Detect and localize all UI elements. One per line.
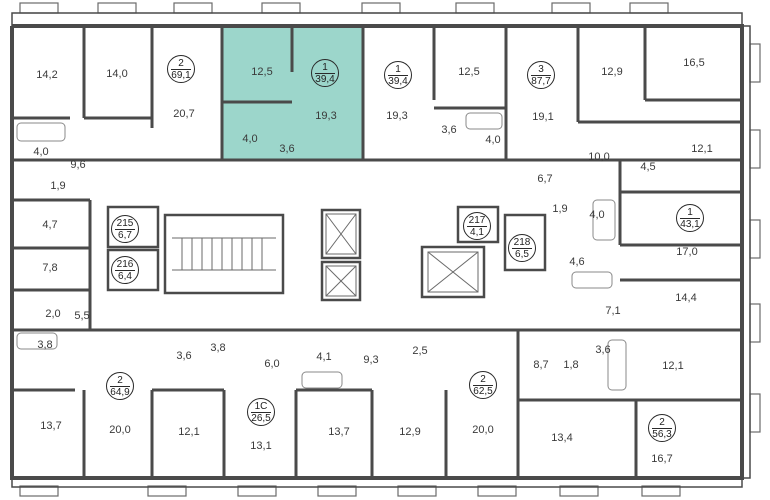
room-area: 4,6 <box>569 256 585 268</box>
room-area: 14,0 <box>106 68 128 80</box>
room-area: 12,5 <box>251 66 273 78</box>
room-area: 1,9 <box>50 180 66 192</box>
room-area: 13,7 <box>328 426 350 438</box>
stair-steps <box>172 237 276 271</box>
room-area: 4,0 <box>33 146 49 158</box>
bathtubs <box>16 112 627 391</box>
room-area: 3,8 <box>210 342 226 354</box>
room-area: 7,1 <box>605 305 621 317</box>
room-area: 4,1 <box>316 351 332 363</box>
room-area: 20,0 <box>109 424 131 436</box>
room-area: 16,7 <box>651 453 673 465</box>
room-area: 3,8 <box>37 339 53 351</box>
room-area: 16,5 <box>683 57 705 69</box>
room-area: 12,9 <box>399 426 421 438</box>
room-area: 5,5 <box>74 310 90 322</box>
room-area: 13,7 <box>40 420 62 432</box>
room-area: 4,0 <box>589 209 605 221</box>
room-area: 8,7 <box>533 359 549 371</box>
room-area: 12,1 <box>662 360 684 372</box>
room-area: 4,0 <box>242 133 258 145</box>
room-area: 7,8 <box>42 262 58 274</box>
room-area: 19,3 <box>386 110 408 122</box>
room-area: 4,0 <box>485 134 501 146</box>
room-area: 17,0 <box>676 246 698 258</box>
elevator-crosses <box>325 213 479 297</box>
room-area: 20,0 <box>472 424 494 436</box>
outer-walls <box>10 24 744 480</box>
room-area: 4,7 <box>42 219 58 231</box>
room-area: 19,1 <box>532 111 554 123</box>
room-area: 14,4 <box>675 292 697 304</box>
room-area: 13,1 <box>250 440 272 452</box>
room-area: 13,4 <box>551 432 573 444</box>
room-area: 3,6 <box>279 143 295 155</box>
room-area: 6,7 <box>537 173 553 185</box>
interior-walls <box>12 26 742 478</box>
building-core <box>106 205 547 302</box>
room-area: 2,5 <box>412 345 428 357</box>
room-area: 6,0 <box>264 358 280 370</box>
room-area: 3,6 <box>441 124 457 136</box>
room-area: 1,8 <box>563 359 579 371</box>
room-area: 12,1 <box>178 426 200 438</box>
room-area: 4,5 <box>640 161 656 173</box>
room-area: 14,2 <box>36 69 58 81</box>
room-area: 1,9 <box>552 203 568 215</box>
room-area: 9,6 <box>70 159 86 171</box>
room-area: 10,0 <box>588 151 610 163</box>
room-area: 3,6 <box>595 344 611 356</box>
room-area: 12,9 <box>601 66 623 78</box>
room-area: 19,3 <box>315 110 337 122</box>
room-area: 12,1 <box>691 143 713 155</box>
room-area: 20,7 <box>173 108 195 120</box>
room-area: 9,3 <box>363 354 379 366</box>
room-area: 3,6 <box>176 350 192 362</box>
room-area: 12,5 <box>458 66 480 78</box>
room-area: 2,0 <box>45 308 61 320</box>
